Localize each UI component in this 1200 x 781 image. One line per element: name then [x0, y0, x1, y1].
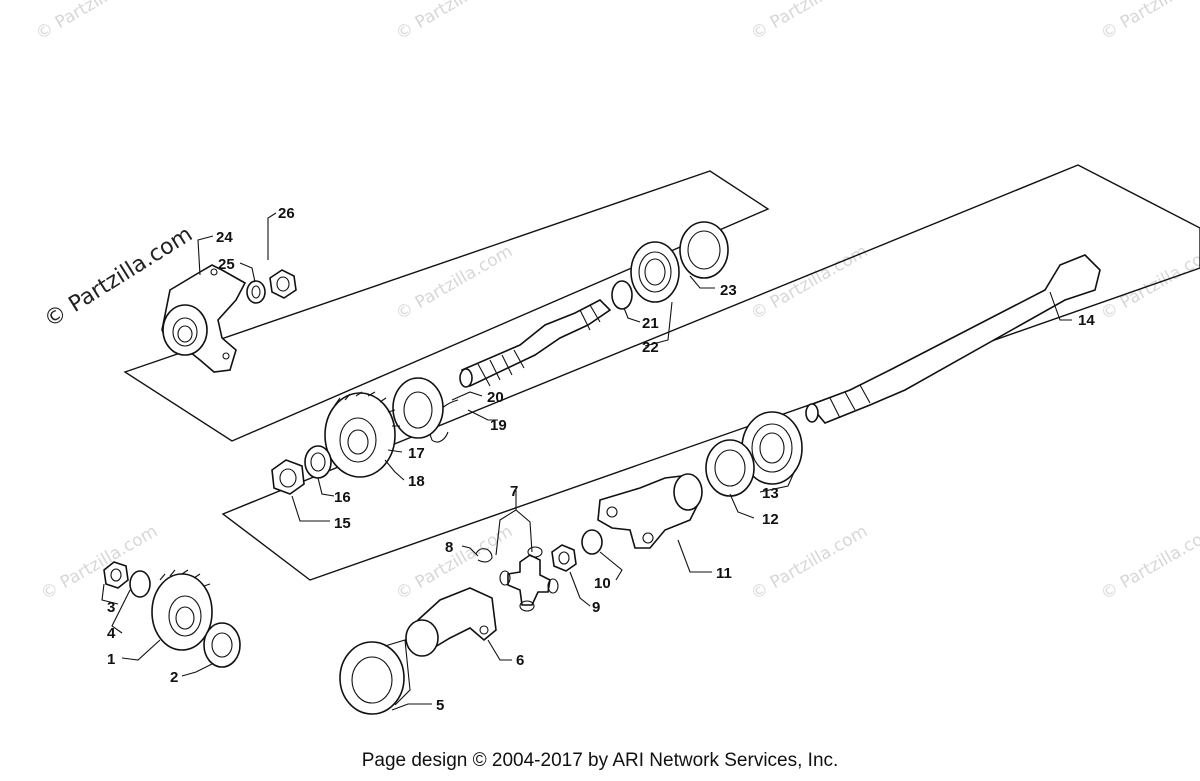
watermark: © Partzilla.com	[393, 521, 517, 604]
leader-lines	[101, 212, 1072, 711]
label-20: 20	[487, 389, 504, 406]
watermark: © Partzilla.com	[1098, 521, 1200, 604]
label-16: 16	[334, 489, 351, 506]
collar-17	[392, 377, 444, 439]
label-15: 15	[334, 515, 351, 532]
watermark: © Partzilla.com	[33, 0, 157, 44]
nut-3	[103, 561, 129, 589]
label-23: 23	[720, 282, 737, 299]
label-17: 17	[408, 445, 425, 462]
label-12: 12	[762, 511, 779, 528]
watermark: © Partzilla.com	[1098, 0, 1200, 44]
label-18: 18	[408, 473, 425, 490]
label-3: 3	[107, 599, 115, 616]
label-9: 9	[592, 599, 600, 616]
label-19: 19	[490, 417, 507, 434]
label-22: 22	[642, 339, 659, 356]
watermark: © Partzilla.com	[748, 521, 872, 604]
yoke-6	[405, 587, 497, 657]
axle-shaft-14	[805, 254, 1101, 424]
callout-numbers: 24 25 26 20 19 17 18 16 15 21 22 23 14 1…	[107, 205, 1095, 714]
label-24: 24	[216, 229, 233, 246]
nut-9	[551, 544, 577, 572]
label-6: 6	[516, 652, 524, 669]
gear-1	[151, 569, 213, 651]
label-13: 13	[762, 485, 779, 502]
yoke-11	[597, 473, 703, 549]
label-5: 5	[436, 697, 444, 714]
washer-25	[246, 280, 266, 304]
label-25: 25	[218, 256, 235, 273]
watermark: © Partzilla.com	[748, 0, 872, 44]
page-footer: Page design © 2004-2017 by ARI Network S…	[361, 750, 839, 771]
snap-ring-21	[611, 280, 633, 310]
seal-12	[705, 439, 755, 497]
washer-2	[203, 622, 241, 668]
u-joint-cross-7	[499, 546, 559, 612]
label-4: 4	[107, 625, 116, 642]
label-11: 11	[716, 565, 732, 582]
nut-15	[271, 459, 305, 495]
label-7: 7	[510, 483, 518, 500]
washer-16	[304, 445, 332, 479]
hub-24	[161, 264, 247, 373]
label-14: 14	[1078, 312, 1095, 329]
watermark: © Partzilla.com	[393, 241, 517, 324]
bearing-22	[630, 241, 680, 303]
label-10: 10	[594, 575, 611, 592]
seal-23	[679, 221, 729, 279]
upper-group-outline	[123, 170, 770, 442]
label-1: 1	[107, 651, 115, 668]
shaft-20	[459, 299, 612, 388]
lower-group-outline	[221, 164, 1200, 581]
nut-26	[269, 269, 297, 299]
watermark: © Partzilla.com	[393, 0, 517, 44]
watermark: © Partzilla.com	[748, 241, 872, 324]
label-21: 21	[642, 315, 659, 332]
watermark: © Partzilla.com	[1098, 241, 1200, 324]
label-2: 2	[170, 669, 178, 686]
clip-8	[475, 548, 493, 563]
bevel-gear-18	[324, 391, 400, 478]
label-26: 26	[278, 205, 295, 222]
boot-5	[339, 639, 411, 715]
label-8: 8	[445, 539, 453, 556]
washer-4	[129, 570, 151, 598]
washer-10	[581, 529, 603, 555]
